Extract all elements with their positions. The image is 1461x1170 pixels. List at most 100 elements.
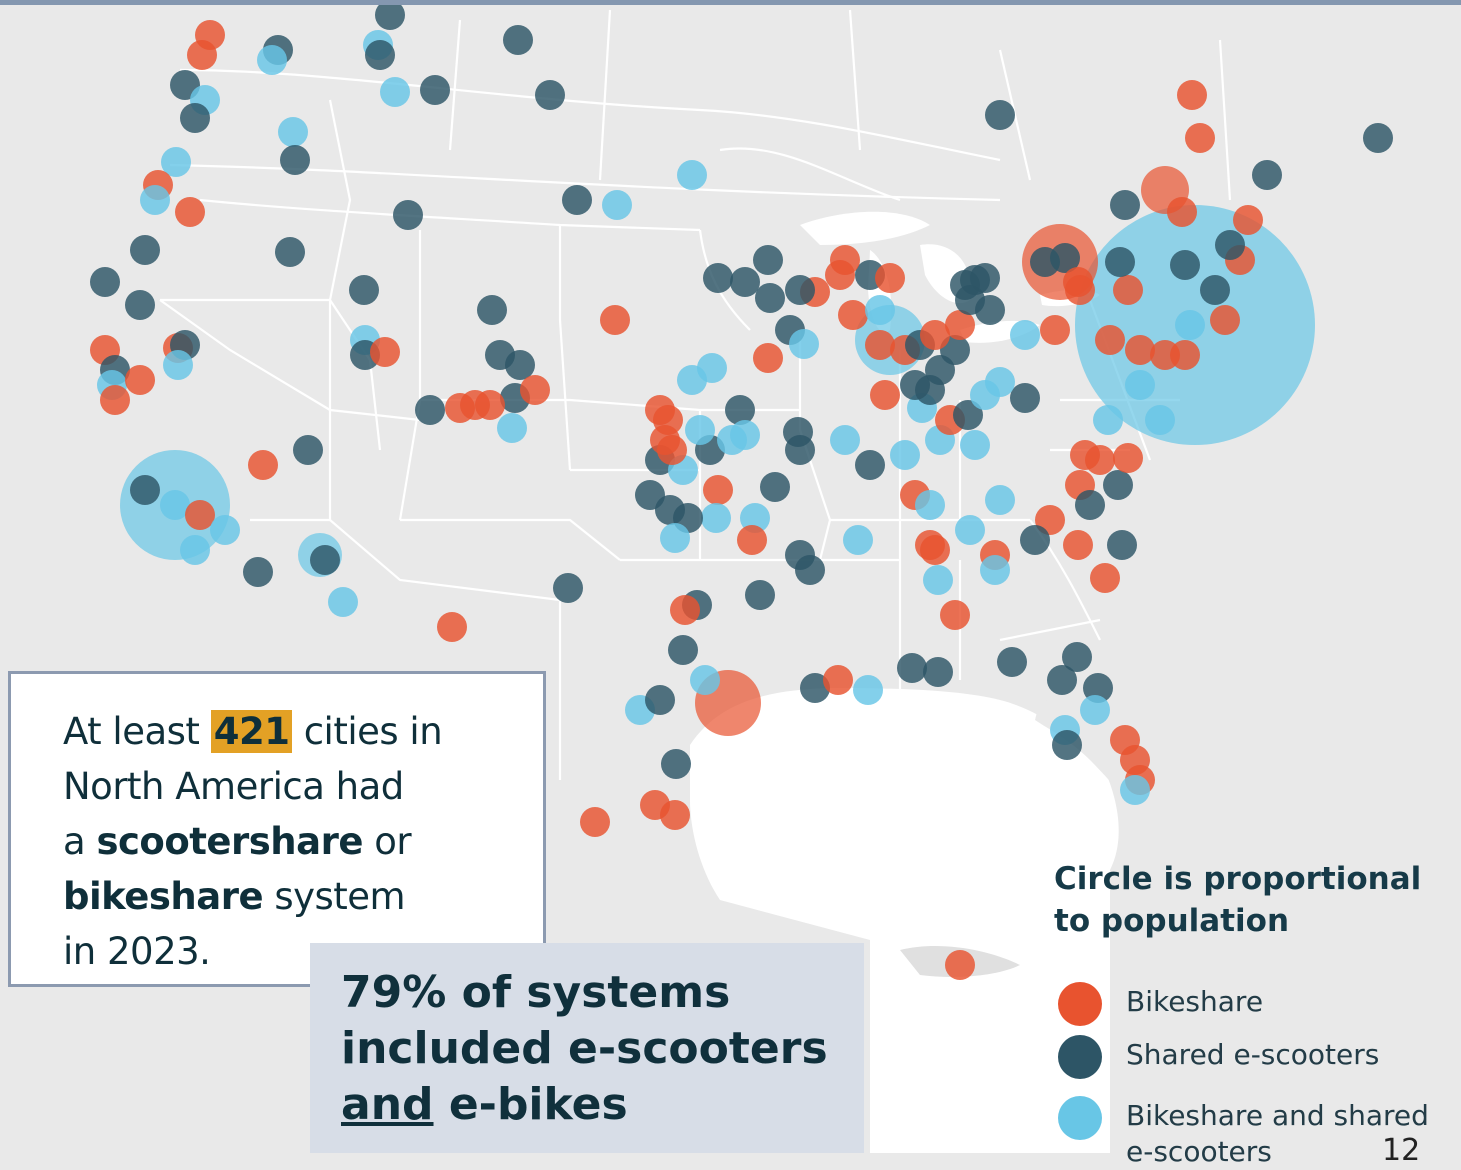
stat-box: At least 421 cities in North America had… (8, 671, 546, 987)
city-marker (945, 950, 975, 980)
city-marker (923, 565, 953, 595)
stat-line4-rest: system (263, 875, 406, 918)
city-marker (477, 295, 507, 325)
city-marker (975, 295, 1005, 325)
city-marker (1090, 563, 1120, 593)
city-marker (140, 185, 170, 215)
city-marker (1047, 665, 1077, 695)
city-marker (1020, 525, 1050, 555)
city-marker (365, 40, 395, 70)
city-marker (980, 555, 1010, 585)
city-marker (160, 490, 190, 520)
city-marker (280, 145, 310, 175)
city-marker (843, 525, 873, 555)
city-marker (503, 25, 533, 55)
city-marker (1185, 123, 1215, 153)
legend-item-bikeshare: Bikeshare (1054, 982, 1454, 1032)
city-marker (553, 573, 583, 603)
city-marker (785, 435, 815, 465)
city-marker (985, 367, 1015, 397)
city-marker (1363, 123, 1393, 153)
city-marker (125, 365, 155, 395)
gulf-of-mexico (690, 688, 1119, 1153)
city-marker (740, 503, 770, 533)
city-marker (1010, 383, 1040, 413)
bikeshare-swatch (1058, 982, 1102, 1026)
city-marker (785, 275, 815, 305)
city-marker (180, 103, 210, 133)
city-marker (600, 305, 630, 335)
city-marker (825, 260, 855, 290)
city-marker (1175, 310, 1205, 340)
city-marker (890, 440, 920, 470)
city-marker (535, 80, 565, 110)
legend: Circle is proportional to population Bik… (1054, 858, 1454, 1168)
city-marker (730, 267, 760, 297)
city-marker (497, 413, 527, 443)
city-marker (717, 425, 747, 455)
city-marker (1200, 275, 1230, 305)
city-marker (865, 295, 895, 325)
city-marker (645, 685, 675, 715)
city-marker (1210, 305, 1240, 335)
city-marker (1050, 243, 1080, 273)
city-marker (855, 450, 885, 480)
callout-line1: 79% of systems (341, 967, 731, 1018)
city-marker (257, 45, 287, 75)
city-marker (737, 525, 767, 555)
stat-line3-a: a (63, 820, 97, 863)
city-marker (293, 435, 323, 465)
legend-title: Circle is proportional to population (1054, 858, 1454, 942)
city-marker (580, 807, 610, 837)
city-marker (1125, 335, 1155, 365)
city-marker (703, 475, 733, 505)
city-marker (725, 395, 755, 425)
city-marker (897, 653, 927, 683)
city-marker (175, 197, 205, 227)
stat-text: At least 421 cities in North America had… (63, 704, 523, 979)
city-marker (660, 800, 690, 830)
city-marker (420, 75, 450, 105)
city-marker (130, 475, 160, 505)
callout-and: and (341, 1079, 434, 1130)
city-marker (985, 100, 1015, 130)
city-marker (1170, 250, 1200, 280)
city-marker (900, 370, 930, 400)
city-marker (795, 555, 825, 585)
city-marker (660, 523, 690, 553)
city-marker (243, 557, 273, 587)
top-border (0, 0, 1461, 5)
city-marker (1252, 160, 1282, 190)
city-marker (187, 40, 217, 70)
city-marker (745, 580, 775, 610)
city-marker (1062, 642, 1092, 672)
city-marker (755, 283, 785, 313)
city-marker (1085, 445, 1115, 475)
city-marker (753, 343, 783, 373)
city-marker (701, 503, 731, 533)
city-marker (185, 500, 215, 530)
callout-line2: included e-scooters (341, 1023, 828, 1074)
city-marker (248, 450, 278, 480)
city-marker (760, 472, 790, 502)
city-marker (1063, 530, 1093, 560)
city-marker (475, 390, 505, 420)
city-marker (677, 365, 707, 395)
city-marker (1052, 730, 1082, 760)
city-marker (180, 535, 210, 565)
both-swatch (1058, 1096, 1102, 1140)
city-marker (915, 530, 945, 560)
city-marker (1177, 80, 1207, 110)
city-marker (1080, 695, 1110, 725)
city-marker (1170, 340, 1200, 370)
stat-line3-rest: or (362, 820, 412, 863)
city-marker (960, 430, 990, 460)
city-marker (328, 587, 358, 617)
city-marker (838, 300, 868, 330)
city-marker (90, 267, 120, 297)
city-marker (670, 595, 700, 625)
city-marker (100, 385, 130, 415)
stat-bikeshare: bikeshare (63, 875, 264, 918)
city-marker (690, 665, 720, 695)
city-marker (853, 675, 883, 705)
